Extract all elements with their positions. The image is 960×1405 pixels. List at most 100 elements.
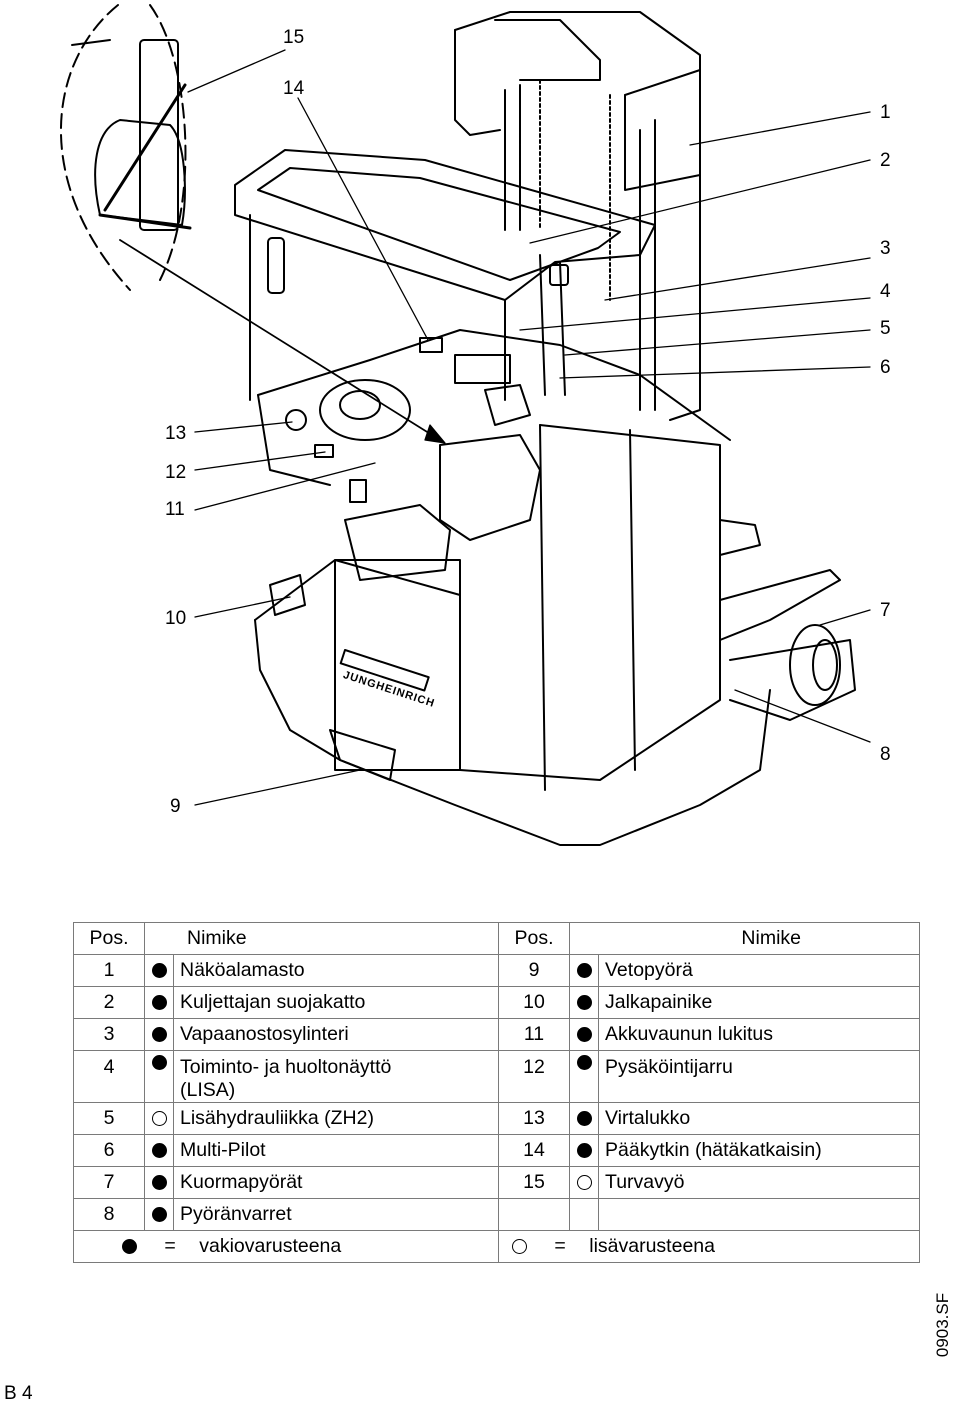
callout-6: 6 [880, 357, 891, 378]
dashboard [257, 329, 731, 503]
standard-bullet-icon [144, 1198, 174, 1231]
callout-8: 8 [880, 744, 891, 765]
row-pos: 15 [498, 1166, 570, 1199]
row-name: Pääkytkin (hätäkatkaisin) [598, 1134, 920, 1167]
legend-row: 8 Pyöränvarret [73, 1198, 920, 1231]
row-name: Multi-Pilot [173, 1134, 499, 1167]
row-pos: 6 [73, 1134, 145, 1167]
seat [344, 434, 541, 581]
optional-bullet-icon [144, 1102, 174, 1135]
standard-bullet-icon [569, 1050, 599, 1103]
row-name: Turvavyö [598, 1166, 920, 1199]
chassis [254, 424, 771, 846]
legend-row: 4 Toiminto- ja huoltonäyttö(LISA) 12 Pys… [73, 1050, 920, 1103]
row-pos: 9 [498, 954, 570, 987]
row-pos: 8 [73, 1198, 145, 1231]
standard-label: vakiovarusteena [199, 1235, 342, 1257]
row-name: Toiminto- ja huoltonäyttö(LISA) [173, 1050, 499, 1103]
row-pos [498, 1198, 570, 1231]
equals-sign: = [554, 1235, 566, 1257]
row-name: Vetopyörä [598, 954, 920, 987]
seat-belt-detail [60, 4, 192, 291]
row-name: Jalkapainike [598, 986, 920, 1019]
callout-9: 9 [170, 796, 181, 817]
legend-table: Pos. Nimike Pos. Nimike 1 Näköalamasto 9… [73, 922, 920, 1263]
legend-row: 1 Näköalamasto 9 Vetopyörä [73, 954, 920, 987]
standard-bullet-icon [144, 1134, 174, 1167]
wheel-arms [719, 519, 856, 721]
row-name: Kuljettajan suojakatto [173, 986, 499, 1019]
truck-illustration: 15 14 1 2 3 4 5 6 13 12 11 7 10 8 9 JUNG… [60, 4, 891, 846]
callout-2: 2 [880, 150, 891, 171]
standard-bullet-icon [144, 1018, 174, 1051]
callout-11: 11 [165, 499, 185, 520]
row-name-line-1: Toiminto- ja huoltonäyttö [180, 1056, 392, 1078]
row-pos: 4 [73, 1050, 145, 1103]
row-pos: 7 [73, 1166, 145, 1199]
legend-row: 6 Multi-Pilot 14 Pääkytkin (hätäkatkaisi… [73, 1134, 920, 1167]
row-name: Kuormapyörät [173, 1166, 499, 1199]
overhead-guard [234, 149, 656, 401]
callout-15: 15 [283, 27, 305, 48]
legend-standard: = vakiovarusteena [73, 1230, 499, 1263]
row-name: Näköalamasto [173, 954, 499, 987]
row-name: Pyöränvarret [173, 1198, 499, 1231]
header-name-1: Nimike [144, 922, 499, 955]
standard-bullet-icon [144, 954, 174, 987]
row-name-line-2: (LISA) [180, 1079, 236, 1101]
mast [454, 11, 701, 421]
callout-1: 1 [880, 102, 891, 123]
legend-footer: = vakiovarusteena = lisävarusteena [73, 1230, 920, 1263]
standard-bullet-icon [569, 1102, 599, 1135]
document-code: 0903.SF [928, 1290, 958, 1360]
standard-bullet-icon [122, 1239, 137, 1255]
row-pos: 10 [498, 986, 570, 1019]
standard-bullet-icon [569, 954, 599, 987]
row-pos: 2 [73, 986, 145, 1019]
legend-row: 7 Kuormapyörät 15 Turvavyö [73, 1166, 920, 1199]
equals-sign: = [164, 1235, 176, 1257]
optional-bullet-icon [512, 1239, 527, 1255]
callout-4: 4 [880, 281, 891, 302]
row-name: Virtalukko [598, 1102, 920, 1135]
optional-bullet-icon [569, 1166, 599, 1199]
row-pos: 13 [498, 1102, 570, 1135]
row-pos: 12 [498, 1050, 570, 1103]
row-name: Lisähydrauliikka (ZH2) [173, 1102, 499, 1135]
optional-label: lisävarusteena [589, 1235, 715, 1257]
standard-bullet-icon [569, 1018, 599, 1051]
standard-bullet-icon [144, 986, 174, 1019]
standard-bullet-icon [569, 986, 599, 1019]
row-name: Vapaanostosylinteri [173, 1018, 499, 1051]
row-name: Pysäköintijarru [598, 1050, 920, 1103]
callout-14: 14 [283, 78, 305, 99]
callout-10: 10 [165, 608, 187, 629]
header-pos-1: Pos. [73, 922, 145, 955]
row-pos: 1 [73, 954, 145, 987]
header-pos-2: Pos. [498, 922, 570, 955]
callout-12: 12 [165, 462, 187, 483]
row-pos: 3 [73, 1018, 145, 1051]
page-code: B 4 [4, 1383, 33, 1404]
legend-optional: = lisävarusteena [498, 1230, 920, 1263]
row-pos: 11 [498, 1018, 570, 1051]
row-name [598, 1198, 920, 1231]
callout-7: 7 [880, 600, 891, 621]
callout-3: 3 [880, 238, 891, 259]
row-pos: 5 [73, 1102, 145, 1135]
document-code-text: 0903.SF [933, 1292, 952, 1358]
legend-row: 3 Vapaanostosylinteri 11 Akkuvaunun luki… [73, 1018, 920, 1051]
standard-bullet-icon [569, 1134, 599, 1167]
callout-13: 13 [165, 423, 187, 444]
legend-row: 2 Kuljettajan suojakatto 10 Jalkapainike [73, 986, 920, 1019]
header-name-2: Nimike [569, 922, 920, 955]
empty-cell [569, 1198, 599, 1231]
row-name: Akkuvaunun lukitus [598, 1018, 920, 1051]
legend-row: 5 Lisähydrauliikka (ZH2) 13 Virtalukko [73, 1102, 920, 1135]
standard-bullet-icon [144, 1166, 174, 1199]
legend-header: Pos. Nimike Pos. Nimike [73, 922, 920, 955]
standard-bullet-icon [144, 1050, 174, 1103]
callout-5: 5 [880, 318, 891, 339]
row-pos: 14 [498, 1134, 570, 1167]
leader-lines [119, 49, 871, 806]
